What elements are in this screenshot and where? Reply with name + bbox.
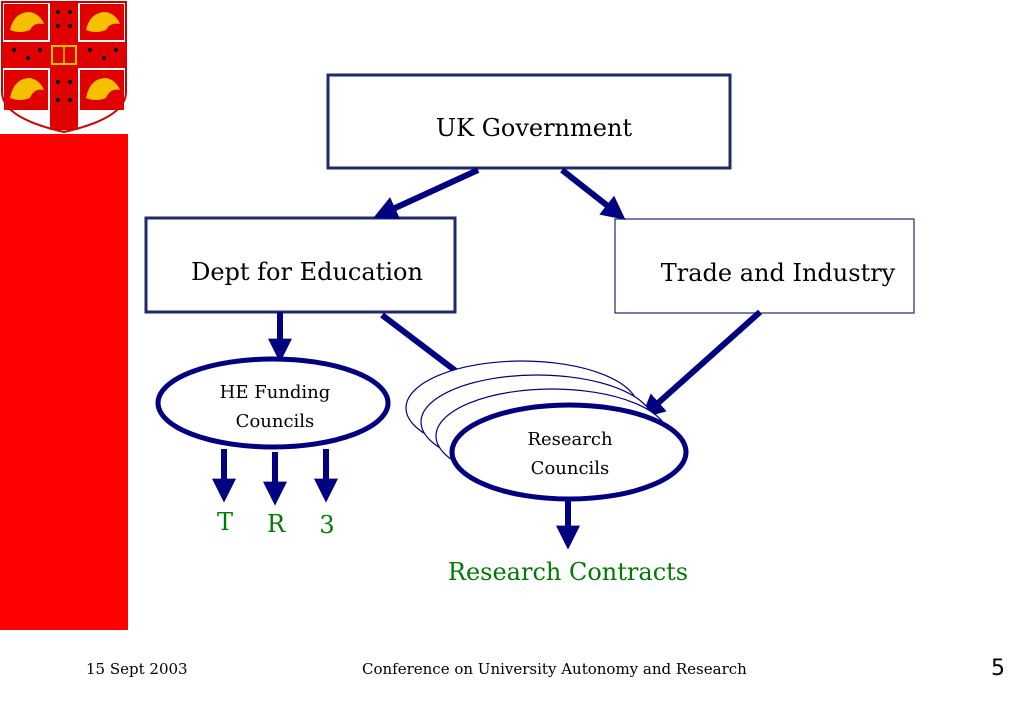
he-funding-ellipse xyxy=(155,356,391,450)
he-funding-label-line2: Councils xyxy=(236,411,315,432)
page-number: 5 xyxy=(991,656,1005,681)
arrow-gov-to-education xyxy=(373,167,480,219)
research-councils-ellipse xyxy=(449,402,689,502)
university-crest-icon xyxy=(1,1,127,134)
research-councils-label-line2: Councils xyxy=(531,458,610,479)
dept-education-box xyxy=(144,216,457,314)
output-3: 3 xyxy=(319,511,334,539)
uk-government-box xyxy=(326,73,732,170)
trade-industry-box xyxy=(614,218,915,314)
uk-government-label: UK Government xyxy=(436,114,633,142)
arrow-trade-to-research xyxy=(640,309,762,419)
footer-date: 15 Sept 2003 xyxy=(86,660,188,678)
output-t: T xyxy=(217,508,233,536)
he-funding-label-line1: HE Funding xyxy=(220,382,331,403)
research-councils-label-line1: Research xyxy=(527,429,613,450)
research-contracts-label: Research Contracts xyxy=(448,558,688,586)
output-r: R xyxy=(267,510,286,538)
trade-industry-label: Trade and Industry xyxy=(661,259,896,287)
sidebar-red-bar xyxy=(0,134,128,630)
footer-title: Conference on University Autonomy and Re… xyxy=(362,660,747,678)
dept-education-label: Dept for Education xyxy=(191,258,423,286)
arrow-gov-to-trade xyxy=(560,167,626,220)
